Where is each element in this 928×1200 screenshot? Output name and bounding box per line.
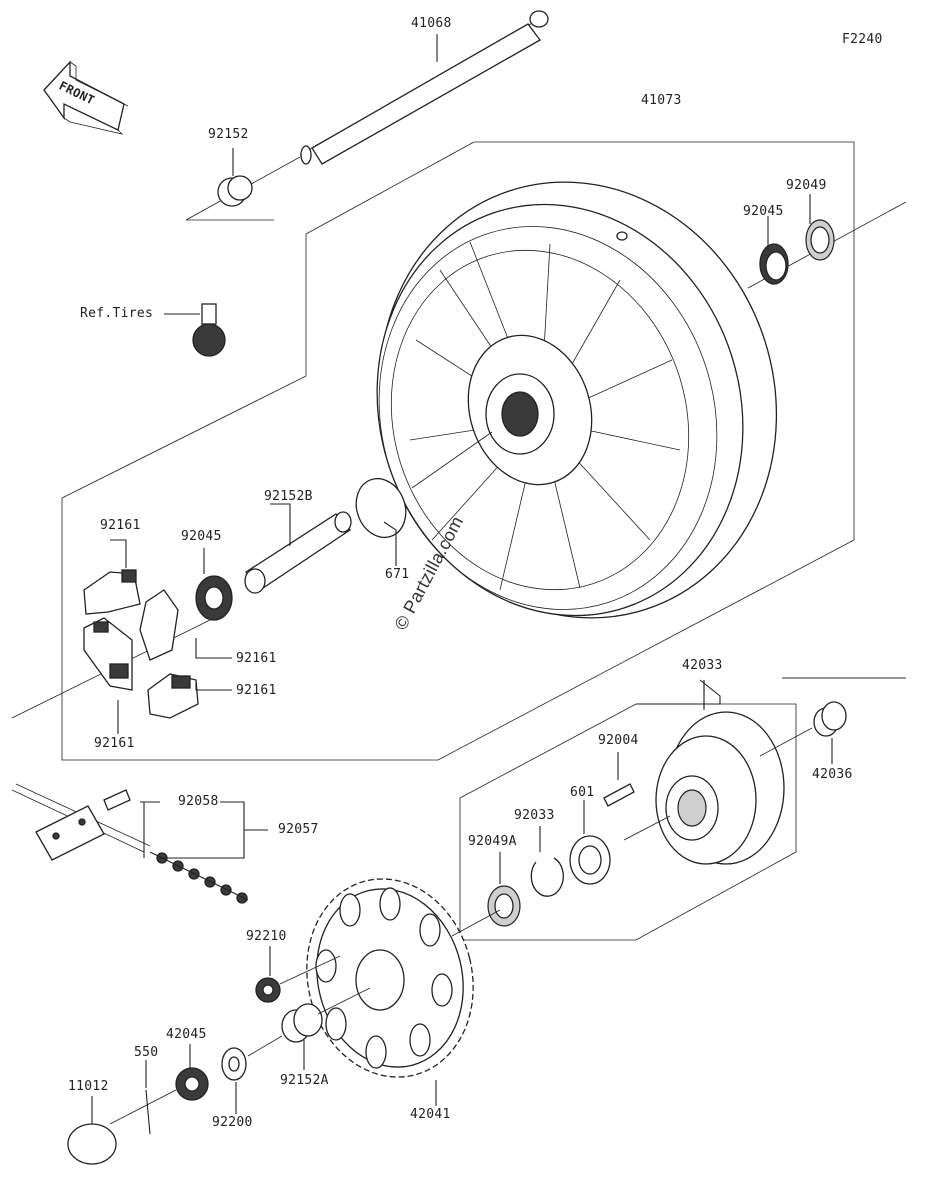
label-92045-right: 92045 [743, 204, 784, 219]
stud-drawing [603, 783, 635, 807]
label-92057: 92057 [278, 822, 319, 837]
label-550: 550 [134, 1045, 159, 1060]
front-arrow-icon [43, 60, 129, 135]
axle-nut-drawing [109, 1067, 209, 1125]
label-671: 671 [385, 567, 410, 582]
dampers-drawing [11, 569, 211, 719]
collar-center-drawing [244, 511, 352, 594]
collar-left-drawing [185, 156, 301, 221]
label-92161-mid: 92161 [236, 651, 277, 666]
wheel-group-frame [61, 141, 855, 761]
label-41068: 41068 [411, 16, 452, 31]
circlip-drawing [530, 857, 564, 897]
label-601: 601 [570, 785, 595, 800]
o-ring-drawing [355, 477, 407, 539]
coupling-bearing-drawing [569, 835, 611, 885]
label-92058: 92058 [178, 794, 219, 809]
sprocket-collar-drawing [281, 987, 371, 1043]
label-42033: 42033 [682, 658, 723, 673]
label-42045: 42045 [166, 1027, 207, 1042]
washer-drawing [221, 1035, 283, 1081]
axle-drawing [299, 10, 549, 165]
label-92161-low: 92161 [236, 683, 277, 698]
label-92004: 92004 [598, 733, 639, 748]
label-92049a: 92049A [468, 834, 517, 849]
cap-drawing [67, 1123, 117, 1165]
label-42041: 42041 [410, 1107, 451, 1122]
label-11012: 11012 [68, 1079, 109, 1094]
label-92200: 92200 [212, 1115, 253, 1130]
right-bearing-seal-drawing [747, 201, 907, 289]
cotter-pin-drawing [145, 1089, 151, 1135]
label-92161-bottom: 92161 [94, 736, 135, 751]
label-92152b: 92152B [264, 489, 313, 504]
left-bearing-drawing [195, 575, 233, 621]
label-92210: 92210 [246, 929, 287, 944]
label-92049: 92049 [786, 178, 827, 193]
label-92033: 92033 [514, 808, 555, 823]
sprocket-drawing [306, 878, 501, 1078]
sprocket-nut-drawing [255, 955, 341, 1003]
coupling-seal-drawing [487, 885, 521, 927]
wheel-drawing [376, 181, 778, 619]
label-92152a: 92152A [280, 1073, 329, 1088]
label-92045-left: 92045 [181, 529, 222, 544]
label-92152: 92152 [208, 127, 249, 142]
coupling-drawing [623, 679, 813, 865]
coupling-collar-drawing [782, 677, 906, 737]
diagram-code: F2240 [842, 32, 883, 47]
ref-tires-label: Ref.Tires [80, 306, 154, 321]
label-41073: 41073 [641, 93, 682, 108]
chain-drawing [11, 783, 249, 904]
valve-drawing [164, 303, 226, 357]
label-92161-top: 92161 [100, 518, 141, 533]
label-42036: 42036 [812, 767, 853, 782]
